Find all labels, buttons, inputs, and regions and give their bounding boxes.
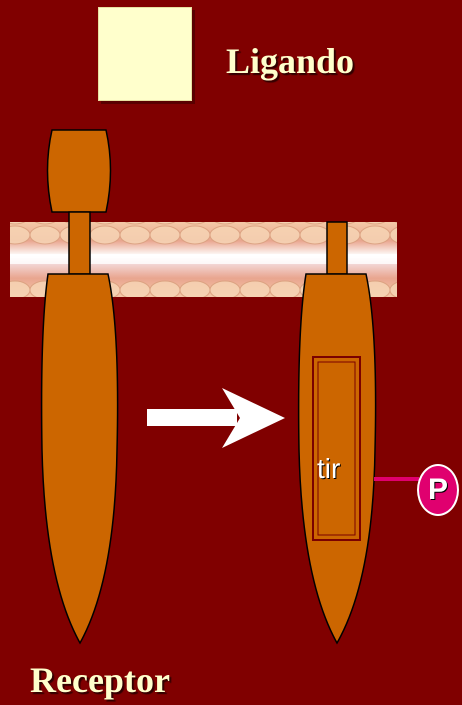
tyrosine-label: tir bbox=[317, 453, 340, 485]
activation-arrow bbox=[147, 388, 285, 448]
receptor-active bbox=[299, 222, 376, 643]
receptor-label: Receptor bbox=[30, 659, 170, 701]
receptor-transmembrane-domain bbox=[327, 222, 347, 274]
phosphate-link bbox=[374, 477, 419, 481]
receptor-extracellular-domain bbox=[48, 130, 111, 212]
receptor-intracellular-domain bbox=[42, 274, 118, 643]
phosphate-circle: P bbox=[417, 464, 459, 516]
receptor-transmembrane-domain bbox=[69, 212, 90, 274]
receptor-inactive bbox=[42, 130, 118, 643]
